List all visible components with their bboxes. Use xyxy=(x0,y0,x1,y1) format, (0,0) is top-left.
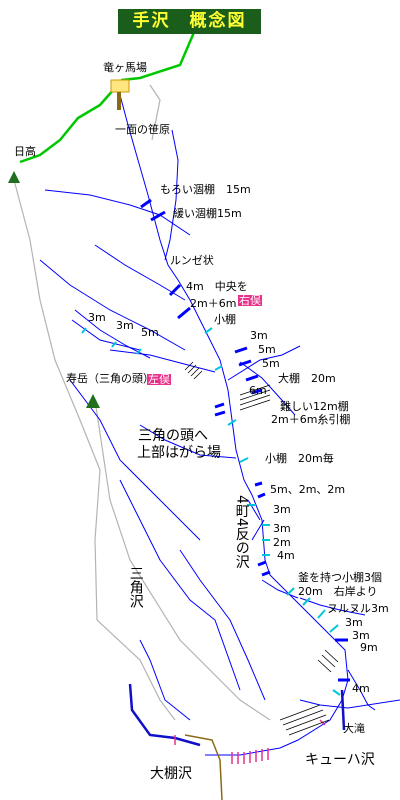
label-daidana20: 大棚 20m xyxy=(278,372,336,385)
label-itobiki: 2m＋6m糸引棚 xyxy=(271,413,351,426)
brown-river xyxy=(184,734,223,800)
tag-left-fork: 左俣 xyxy=(147,373,171,386)
label-2m-c: 2m xyxy=(273,536,291,549)
lower-channels xyxy=(128,683,346,747)
label-kama: 釜を持つ小棚3個 xyxy=(298,571,382,584)
label-sankaku-line2: 上部はがら場 xyxy=(137,445,221,461)
trails xyxy=(13,84,271,721)
label-nurunuru: ヌルヌル3m xyxy=(327,602,389,615)
label-difficult: 難しい12m棚 xyxy=(280,400,349,413)
waterfalls-small xyxy=(81,327,341,696)
label-shodana: 小棚 xyxy=(214,313,236,326)
label-shodana20: 小棚 20m毎 xyxy=(265,452,334,465)
label-yoncho: 4町4反の沢 xyxy=(233,495,250,569)
label-3m-l1: 3m xyxy=(88,311,106,324)
label-5m-b: 5m xyxy=(262,357,280,370)
label-4m-c: 4m xyxy=(277,549,295,562)
gorge-marks xyxy=(174,719,326,764)
waterfalls-big xyxy=(140,198,350,682)
label-otaki: 大滝 xyxy=(343,722,365,735)
label-otanazawa: 大棚沢 xyxy=(150,766,192,782)
label-yurui: 緩い涸棚15m xyxy=(173,207,242,220)
label-5m-a: 5m xyxy=(258,343,276,356)
hatch-marks xyxy=(184,361,339,736)
tag-right-fork: 右俣 xyxy=(238,294,262,307)
label-jugaku: 寿岳（三角の頭） xyxy=(66,372,154,385)
label-4m-d: 4m xyxy=(352,682,370,695)
label-sankaku-line1: 三角の頭へ xyxy=(138,428,208,444)
label-hidaka: 日高 xyxy=(14,145,36,158)
peak-hidaka-icon xyxy=(8,171,20,183)
label-3m-e: 3m xyxy=(345,616,363,629)
map-title: 手沢 概念図 xyxy=(118,9,261,34)
label-3m-l2: 3m xyxy=(116,319,134,332)
label-4m-center: 4m 中央を xyxy=(186,280,248,293)
label-5m2m2m: 5m、2m、2m xyxy=(270,483,346,496)
label-3m-a: 3m xyxy=(250,329,268,342)
label-ichimen: 一面の笹原 xyxy=(115,123,170,136)
label-20m-right: 20m 右岸より xyxy=(298,585,378,598)
label-parking: 竜ヶ馬場 xyxy=(103,61,147,74)
label-6m: 6m xyxy=(249,384,267,397)
label-moroi: もろい涸棚 15m xyxy=(160,183,251,196)
label-9m: 9m xyxy=(360,641,378,654)
label-2m6m: 2m＋6m xyxy=(190,297,237,310)
parking-marker xyxy=(110,79,130,93)
access-route xyxy=(19,29,197,164)
label-3m-d: 3m xyxy=(273,522,291,535)
peak-jugaku-icon xyxy=(86,394,100,408)
streams xyxy=(39,85,400,756)
label-3m-f: 3m xyxy=(352,629,370,642)
label-runze: ルンゼ状 xyxy=(170,254,214,267)
label-5m-l: 5m xyxy=(141,326,159,339)
label-sankakusawa: 三角沢 xyxy=(127,566,144,608)
label-3m-c: 3m xyxy=(273,503,291,516)
label-kyuhasawa: キューハ沢 xyxy=(305,752,375,768)
